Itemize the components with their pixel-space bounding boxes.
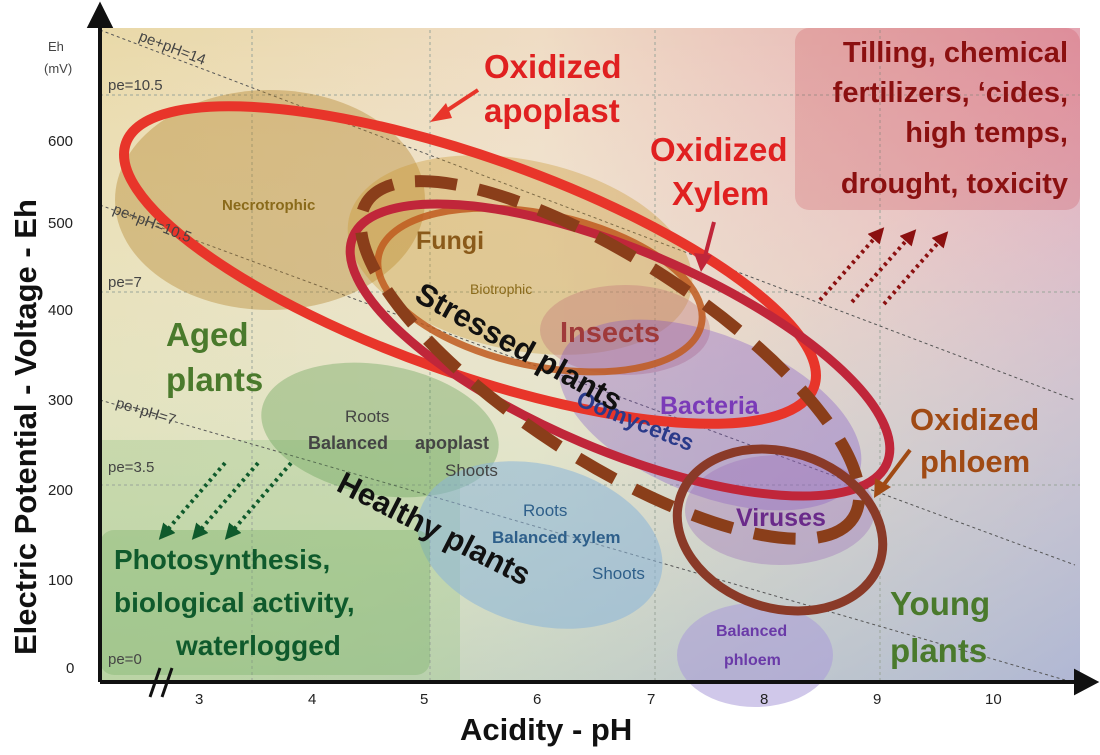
roots-xylem-label: Roots bbox=[523, 501, 567, 520]
y-axis-title: Electric Potential - Voltage - Eh bbox=[8, 199, 43, 655]
apoplast-arrow-icon bbox=[430, 103, 452, 122]
balanced-xylem-label: Balanced xylem bbox=[492, 528, 621, 547]
oxidized-xylem-label-2: Xylem bbox=[672, 175, 769, 212]
pe-0-label: pe=0 bbox=[108, 651, 142, 668]
stress-causes-line-2: fertilizers, ‘cides, bbox=[833, 77, 1068, 109]
reducing-causes-line-2: biological activity, bbox=[114, 587, 355, 618]
oxidized-xylem-ellipse bbox=[345, 199, 895, 501]
stress-causes-line-4: drought, toxicity bbox=[841, 168, 1068, 200]
pe-3-5-label: pe=3.5 bbox=[108, 459, 154, 476]
reducing-causes-box bbox=[100, 530, 430, 675]
stressed-plants-dashed-ellipse bbox=[354, 175, 866, 545]
xylem-arrow-icon bbox=[694, 253, 712, 272]
aged-plants-label-2: plants bbox=[166, 361, 263, 398]
y-tick-300: 300 bbox=[48, 392, 73, 409]
oxidized-apoplast-ellipse bbox=[119, 101, 821, 429]
oxidized-apoplast-label-2: apoplast bbox=[484, 92, 620, 129]
aged-plants-label-1: Aged bbox=[166, 316, 249, 353]
stress-causes-box bbox=[795, 28, 1080, 210]
x-tick-7: 7 bbox=[647, 691, 655, 708]
y-tick-400: 400 bbox=[48, 302, 73, 319]
y-tick-0: 0 bbox=[66, 660, 74, 677]
y-unit-label: Eh bbox=[48, 39, 64, 54]
axes bbox=[86, 1, 1100, 698]
roots-apoplast-label: Roots bbox=[345, 407, 389, 426]
balanced-phloem-label-b: phloem bbox=[724, 652, 781, 669]
balanced-apoplast-label-b: apoplast bbox=[415, 433, 489, 453]
x-tick-4: 4 bbox=[308, 691, 316, 708]
diagonal-guides bbox=[99, 29, 1076, 681]
y-tick-200: 200 bbox=[48, 482, 73, 499]
oxidized-xylem-label-1: Oxidized bbox=[650, 131, 788, 168]
balanced-phloem-label-a: Balanced bbox=[716, 623, 787, 640]
bacteria-label: Bacteria bbox=[660, 392, 760, 420]
biotrophic-label: Biotrophic bbox=[470, 281, 532, 297]
phloem-arrow-icon bbox=[874, 478, 891, 498]
reducing-arrows-icon bbox=[158, 461, 293, 540]
x-tick-6: 6 bbox=[533, 691, 541, 708]
stress-causes-line-1: Tilling, chemical bbox=[843, 37, 1068, 69]
y-tick-600: 600 bbox=[48, 133, 73, 150]
x-axis-title: Acidity - pH bbox=[460, 712, 632, 747]
reducing-causes-line-1: Photosynthesis, bbox=[114, 544, 330, 575]
y-axis-arrow-icon bbox=[86, 1, 114, 28]
insects-label: Insects bbox=[560, 317, 660, 349]
balanced-apoplast-label-a: Balanced bbox=[308, 433, 388, 453]
oxidized-apoplast-label-1: Oxidized bbox=[484, 48, 622, 85]
oxidized-phloem-label-2: phloem bbox=[920, 444, 1030, 479]
y-unit-label-mv: (mV) bbox=[44, 61, 72, 76]
shoots-apoplast-label: Shoots bbox=[445, 461, 498, 480]
oxidized-phloem-label-1: Oxidized bbox=[910, 402, 1039, 437]
x-tick-9: 9 bbox=[873, 691, 881, 708]
necrotrophic-label: Necrotrophic bbox=[222, 197, 315, 214]
shoots-xylem-label: Shoots bbox=[592, 564, 645, 583]
x-tick-10: 10 bbox=[985, 691, 1002, 708]
insects-blob bbox=[540, 285, 710, 375]
y-tick-500: 500 bbox=[48, 215, 73, 232]
xylem-blob bbox=[417, 461, 663, 629]
apoplast-blob bbox=[261, 362, 499, 498]
pe-10-5-label: pe=10.5 bbox=[108, 77, 163, 94]
stress-arrows-icon bbox=[818, 227, 949, 306]
x-tick-8: 8 bbox=[760, 691, 768, 708]
young-plants-label-2: plants bbox=[890, 632, 987, 669]
y-tick-100: 100 bbox=[48, 572, 73, 589]
oxidized-phloem-ellipse bbox=[672, 444, 888, 616]
x-tick-5: 5 bbox=[420, 691, 428, 708]
reducing-causes-line-3: waterlogged bbox=[175, 630, 341, 661]
fungi-label: Fungi bbox=[416, 227, 484, 255]
stress-causes-line-3: high temps, bbox=[905, 117, 1068, 149]
viruses-label: Viruses bbox=[736, 504, 826, 532]
pe-7-label: pe=7 bbox=[108, 274, 142, 291]
young-plants-label-1: Young bbox=[890, 585, 990, 622]
x-tick-3: 3 bbox=[195, 691, 203, 708]
x-axis-arrow-icon bbox=[1074, 668, 1100, 696]
